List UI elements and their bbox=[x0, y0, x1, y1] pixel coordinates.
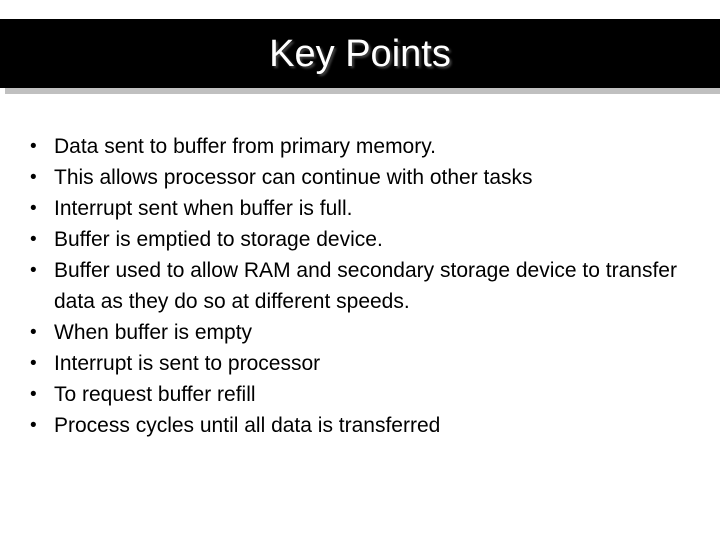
bullet-point-icon: • bbox=[30, 167, 37, 188]
bullet-point-icon: • bbox=[30, 136, 37, 157]
list-item-label: When buffer is empty bbox=[54, 321, 253, 344]
list-item: • Buffer is emptied to storage device. bbox=[24, 224, 696, 255]
list-item-label: Data sent to buffer from primary memory. bbox=[54, 135, 437, 158]
list-item-label: Interrupt sent when buffer is full. bbox=[54, 197, 353, 220]
slide-title: Key Points bbox=[269, 32, 451, 75]
list-item: • When buffer is empty bbox=[24, 317, 696, 348]
list-item: • Buffer used to allow RAM and secondary… bbox=[24, 255, 696, 317]
bullet-point-icon: • bbox=[30, 322, 37, 343]
list-item: • Interrupt is sent to processor bbox=[24, 348, 696, 379]
list-item: • To request buffer refill bbox=[24, 379, 696, 410]
bullet-point-icon: • bbox=[30, 198, 37, 219]
list-item-label: Process cycles until all data is transfe… bbox=[54, 414, 441, 437]
list-item: • Interrupt sent when buffer is full. bbox=[24, 193, 696, 224]
bullet-point-icon: • bbox=[30, 353, 37, 374]
bullet-point-icon: • bbox=[30, 384, 37, 405]
title-bar: Key Points bbox=[0, 19, 720, 88]
bullet-list: • Data sent to buffer from primary memor… bbox=[24, 131, 696, 441]
list-item-label: Buffer used to allow RAM and secondary s… bbox=[54, 259, 677, 313]
bullet-point-icon: • bbox=[30, 260, 37, 281]
bullet-point-icon: • bbox=[30, 229, 37, 250]
list-item: • This allows processor can continue wit… bbox=[24, 162, 696, 193]
list-item: • Data sent to buffer from primary memor… bbox=[24, 131, 696, 162]
list-item: • Process cycles until all data is trans… bbox=[24, 410, 696, 441]
list-item-label: Buffer is emptied to storage device. bbox=[54, 228, 383, 251]
list-item-label: To request buffer refill bbox=[54, 383, 256, 406]
list-item-label: Interrupt is sent to processor bbox=[54, 352, 321, 375]
list-item-label: This allows processor can continue with … bbox=[54, 166, 533, 189]
bullet-point-icon: • bbox=[30, 415, 37, 436]
